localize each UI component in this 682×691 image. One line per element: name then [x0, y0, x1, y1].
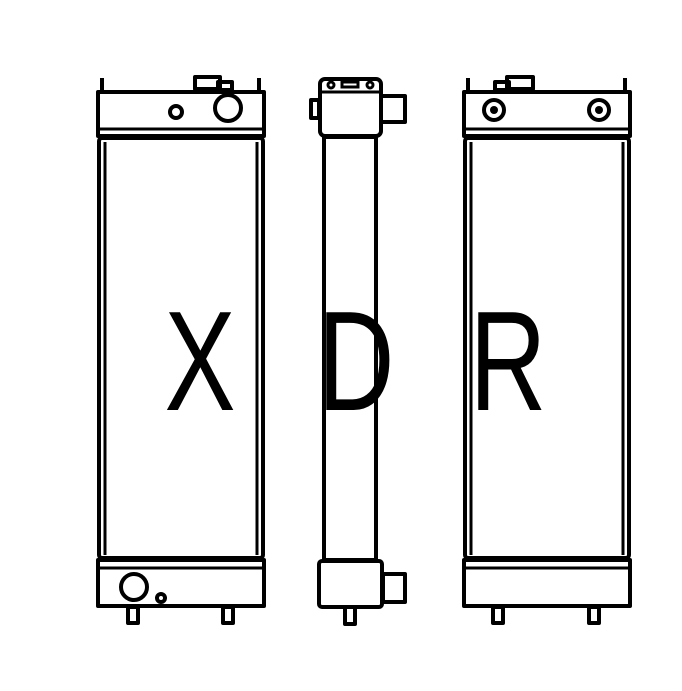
- letter-d: D: [318, 281, 395, 441]
- letter-x: X: [164, 281, 235, 441]
- port: [482, 98, 506, 122]
- port-center: [595, 106, 603, 114]
- outlet-port: [119, 572, 149, 602]
- side-view: D: [309, 77, 407, 626]
- mount-pin: [491, 605, 505, 625]
- letter-r: R: [470, 281, 547, 441]
- port-small: [168, 104, 184, 120]
- drain-plug: [155, 592, 167, 604]
- front-view: X: [96, 75, 266, 625]
- bolt: [326, 80, 336, 90]
- bottom-tank: [462, 558, 632, 608]
- side-inlet: [379, 94, 407, 124]
- bolt: [365, 80, 375, 90]
- mount-pin: [343, 605, 357, 626]
- side-outlet: [381, 572, 407, 604]
- rear-view: R: [462, 75, 632, 625]
- port-center: [490, 106, 498, 114]
- mount-pin: [587, 605, 601, 625]
- port: [587, 98, 611, 122]
- bottom-tank: [96, 558, 266, 608]
- side-bottom-tank: [317, 559, 384, 609]
- cap-slot: [340, 80, 360, 89]
- side-bracket: [309, 98, 321, 120]
- inlet-port: [213, 93, 243, 123]
- mount-pin: [221, 605, 235, 625]
- mount-pin: [126, 605, 140, 625]
